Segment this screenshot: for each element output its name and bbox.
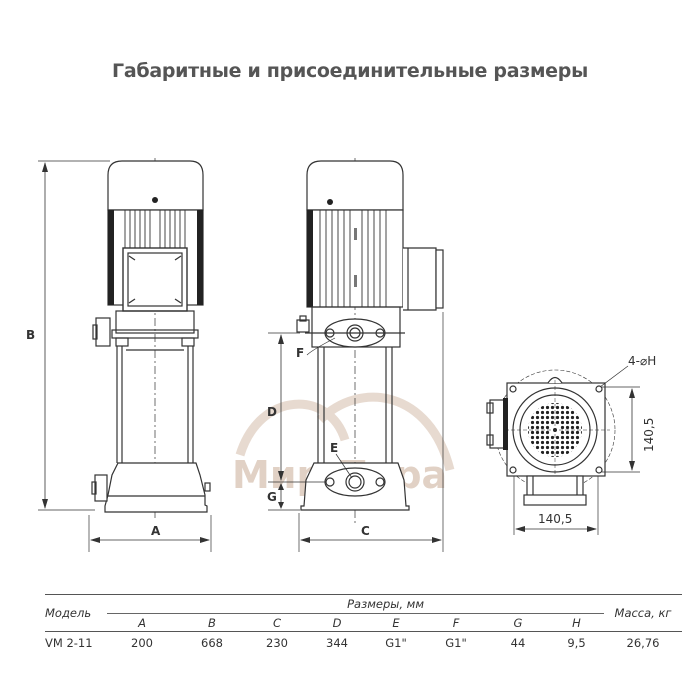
cell-g: 44 xyxy=(487,631,549,654)
col-header-f: F xyxy=(452,615,460,630)
front-view xyxy=(38,158,212,552)
col-header-h: H xyxy=(572,615,581,630)
table-row: VM 2-11 200 668 230 344 G1" G1" 44 9,5 2… xyxy=(45,631,682,654)
col-header-g: G xyxy=(513,615,523,630)
cell-c: 230 xyxy=(247,631,307,654)
label-e: E xyxy=(330,441,338,455)
side-view xyxy=(268,158,444,552)
cell-b: 668 xyxy=(177,631,247,654)
spec-table: Модель Размеры, мм Масса, кг A B C D E F… xyxy=(45,594,682,654)
dimensions-group-header: Размеры, мм xyxy=(107,595,604,614)
col-header-c: C xyxy=(272,615,282,630)
cell-model: VM 2-11 xyxy=(45,631,107,654)
cell-f: G1" xyxy=(425,631,487,654)
top-view xyxy=(486,365,640,535)
cell-mass: 26,76 xyxy=(604,631,682,654)
dim-label-b: B xyxy=(26,328,35,342)
col-header-e: E xyxy=(392,615,400,630)
col-header-d: D xyxy=(332,615,342,630)
model-header: Модель xyxy=(45,606,92,620)
hole-spec-label: 4-⌀H xyxy=(628,354,656,368)
dim-label-c: C xyxy=(361,524,370,538)
page-title: Габаритные и присоединительные размеры xyxy=(112,60,588,82)
cell-a: 200 xyxy=(107,631,177,654)
pump-dimension-drawing: Мир Пара xyxy=(26,158,656,552)
mass-header: Масса, кг xyxy=(614,606,672,620)
cell-e: G1" xyxy=(367,631,425,654)
label-f: F xyxy=(296,346,304,360)
dim-label-g: G xyxy=(267,490,277,504)
cell-d: 344 xyxy=(307,631,367,654)
cell-h: 9,5 xyxy=(549,631,604,654)
horizontal-dim-value: 140,5 xyxy=(538,512,572,526)
col-header-a: A xyxy=(138,615,146,630)
vertical-dim-value: 140,5 xyxy=(642,418,656,452)
dim-label-d: D xyxy=(267,405,277,419)
col-header-b: B xyxy=(208,615,216,630)
dim-label-a: A xyxy=(151,524,161,538)
